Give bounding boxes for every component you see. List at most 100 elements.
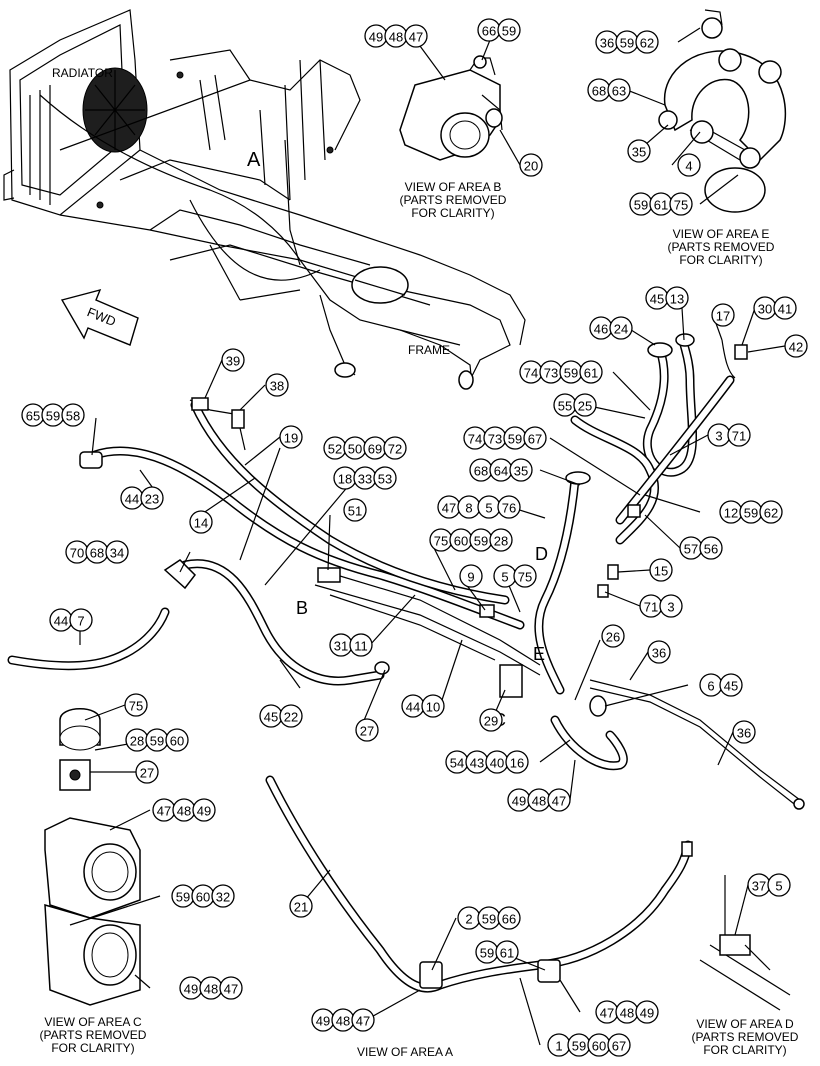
- callout-number: 47: [552, 794, 566, 809]
- callout-bubble: [265, 373, 289, 397]
- callout-bubble: [489, 528, 513, 552]
- callout-number: 59: [474, 534, 488, 549]
- callout-number: 65: [26, 409, 40, 424]
- callout-number: 3: [715, 429, 722, 444]
- callout-bubble: [677, 153, 701, 177]
- callout-number: 32: [216, 890, 230, 905]
- callout-number: 45: [724, 679, 738, 694]
- callout-number: 58: [66, 409, 80, 424]
- callout-bubble: [421, 694, 445, 718]
- callout-number: 54: [450, 756, 464, 771]
- callout-bubble: [189, 510, 213, 534]
- callout-bubble: [279, 704, 303, 728]
- callout-bubble: [373, 466, 397, 490]
- callout-b29: 51: [343, 498, 367, 522]
- callout-bubble: [665, 286, 689, 310]
- callout-number: 59: [502, 24, 516, 39]
- callout-bubble: [773, 296, 797, 320]
- callout-b13: 42: [784, 334, 808, 358]
- callout-bubble: [351, 1008, 375, 1032]
- callout-number: 33: [358, 472, 372, 487]
- callout-number: 5: [485, 501, 492, 516]
- callout-b6: 35: [627, 139, 651, 163]
- callout-bubble: [355, 718, 379, 742]
- area-a-letter: A: [247, 149, 261, 171]
- callout-number: 44: [54, 614, 68, 629]
- callout-number: 49: [316, 1014, 330, 1029]
- callout-bubble: [105, 540, 129, 564]
- callout-number: 7: [77, 614, 84, 629]
- callout-number: 59: [480, 946, 494, 961]
- callout-bubble: [509, 458, 533, 482]
- callout-number: 75: [434, 534, 448, 549]
- callout-number: 48: [336, 1014, 350, 1029]
- callout-number: 47: [409, 30, 423, 45]
- callout-number: 73: [488, 432, 502, 447]
- callout-number: 23: [145, 492, 159, 507]
- callout-number: 19: [284, 431, 298, 446]
- callout-number: 62: [764, 506, 778, 521]
- callout-number: 60: [454, 534, 468, 549]
- callout-number: 46: [594, 322, 608, 337]
- fwd-arrow-icon: FWD: [60, 288, 139, 346]
- callout-number: 26: [606, 630, 620, 645]
- callout-number: 59: [482, 912, 496, 927]
- callout-bubble: [579, 360, 603, 384]
- callout-bubble: [192, 798, 216, 822]
- callout-bubble: [732, 720, 756, 744]
- callout-number: 37: [752, 879, 766, 894]
- view-e-clamp: [658, 9, 787, 213]
- callout-number: 57: [684, 542, 698, 557]
- callout-number: 35: [632, 145, 646, 160]
- callout-number: 22: [284, 710, 298, 725]
- callout-number: 55: [558, 399, 572, 414]
- callout-number: 72: [388, 442, 402, 457]
- callout-number: 45: [650, 292, 664, 307]
- callout-b19: 19: [279, 425, 303, 449]
- callout-number: 13: [670, 292, 684, 307]
- callout-number: 52: [328, 442, 342, 457]
- callout-number: 49: [369, 30, 383, 45]
- callout-number: 30: [758, 302, 772, 317]
- callout-bubble: [279, 425, 303, 449]
- callout-bubble: [649, 558, 673, 582]
- callout-bubble: [69, 608, 93, 632]
- callout-number: 49: [512, 794, 526, 809]
- callout-number: 51: [348, 504, 362, 519]
- callout-bubble: [165, 728, 189, 752]
- callout-number: 49: [640, 1006, 654, 1021]
- callout-bubble: [607, 1033, 631, 1057]
- callout-number: 68: [474, 464, 488, 479]
- callout-number: 9: [467, 570, 474, 585]
- callout-number: 59: [620, 36, 634, 51]
- callout-b33: 15: [649, 558, 673, 582]
- hose-assemblies: [7, 333, 805, 810]
- callout-number: 75: [129, 699, 143, 714]
- callout-number: 63: [612, 84, 626, 99]
- callout-number: 53: [378, 472, 392, 487]
- callout-number: 10: [426, 700, 440, 715]
- callout-number: 59: [46, 409, 60, 424]
- callout-bubble: [505, 750, 529, 774]
- callout-b48: 27: [355, 718, 379, 742]
- callout-b18: 65 59 58: [21, 403, 85, 427]
- callout-bubble: [219, 976, 243, 1000]
- radiator-label: RADIATOR: [52, 66, 113, 80]
- callout-bubble: [659, 594, 683, 618]
- callout-number: 48: [204, 982, 218, 997]
- callout-number: 27: [360, 724, 374, 739]
- callout-number: 36: [737, 726, 751, 741]
- callout-number: 39: [226, 354, 240, 369]
- callout-number: 68: [592, 84, 606, 99]
- callout-number: 4: [685, 159, 692, 174]
